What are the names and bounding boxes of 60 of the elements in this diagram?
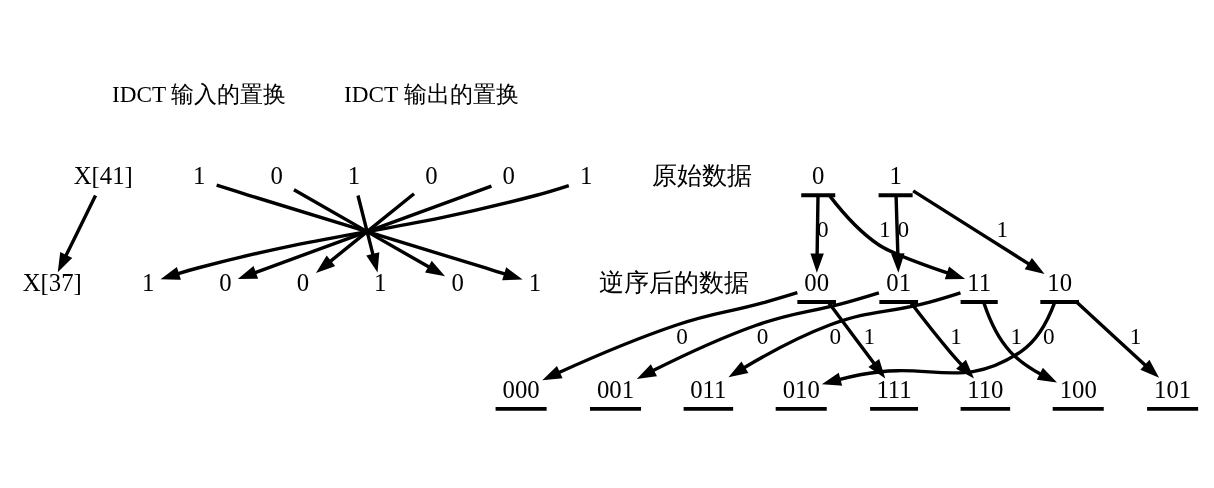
arrow (237, 184, 493, 279)
arrow (827, 301, 886, 379)
node-text: 1 (579, 162, 593, 190)
node-text: 000 (502, 375, 540, 403)
node-text: 0 (812, 162, 825, 190)
node-text: 11 (967, 268, 992, 296)
arrow (982, 302, 1057, 383)
arrow (810, 195, 824, 273)
node-text: 01 (886, 268, 912, 296)
node-text: 0 (425, 162, 438, 190)
node-text: 1 (374, 268, 387, 296)
node-text: 10 (1047, 268, 1073, 296)
edge-label: 1 (1129, 322, 1142, 349)
edge-label: 0 (756, 322, 769, 349)
node-text: 1 (889, 162, 902, 190)
node-text: 010 (782, 375, 820, 403)
arrow (356, 195, 380, 273)
node-text: 111 (876, 375, 912, 403)
node-text: 0 (451, 268, 464, 296)
node-text: 0 (270, 162, 283, 190)
label: IDCT 输出的置换 (344, 80, 519, 107)
edge-label: 1 (996, 216, 1009, 243)
arrow (315, 192, 416, 273)
node-text: 0 (502, 162, 515, 190)
node-text: 0 (219, 268, 232, 296)
node-text: 1 (141, 268, 155, 296)
node-text: 1 (193, 162, 206, 190)
node-text: 1 (347, 162, 361, 190)
edge-label: 0 (676, 322, 688, 349)
node-text: 001 (596, 375, 635, 403)
arrow (1075, 301, 1160, 378)
arrow (821, 301, 1057, 386)
node-text: 110 (967, 375, 1004, 403)
label: 原始数据 (652, 162, 753, 190)
arrow (636, 291, 880, 379)
arrow (542, 291, 798, 381)
edge-label: 0 (1043, 322, 1055, 349)
label: IDCT 输入的置换 (111, 80, 287, 107)
node-text: 00 (804, 268, 830, 296)
arrow (160, 184, 570, 280)
arrow (728, 291, 961, 378)
node-text: 0 (296, 268, 310, 296)
node-text: 100 (1059, 375, 1097, 403)
edge-label: 1 (1010, 322, 1023, 349)
node-text: 1 (528, 268, 542, 296)
arrow (57, 194, 98, 273)
arrow (909, 301, 975, 379)
label: 逆序后的数据 (599, 268, 750, 296)
edge-label: 1 (950, 322, 962, 349)
node-text: X[41] (73, 162, 133, 190)
node-text: 101 (1154, 375, 1192, 403)
node-text: 011 (690, 375, 727, 403)
edge-label: 1 (863, 322, 876, 349)
arrow (293, 188, 446, 277)
edge-label: 0 (829, 322, 842, 349)
arrow (828, 194, 966, 280)
edge-label: 1 (878, 216, 891, 243)
arrow (216, 183, 523, 281)
node-text: X[37] (22, 268, 82, 296)
arrow (912, 189, 1045, 274)
